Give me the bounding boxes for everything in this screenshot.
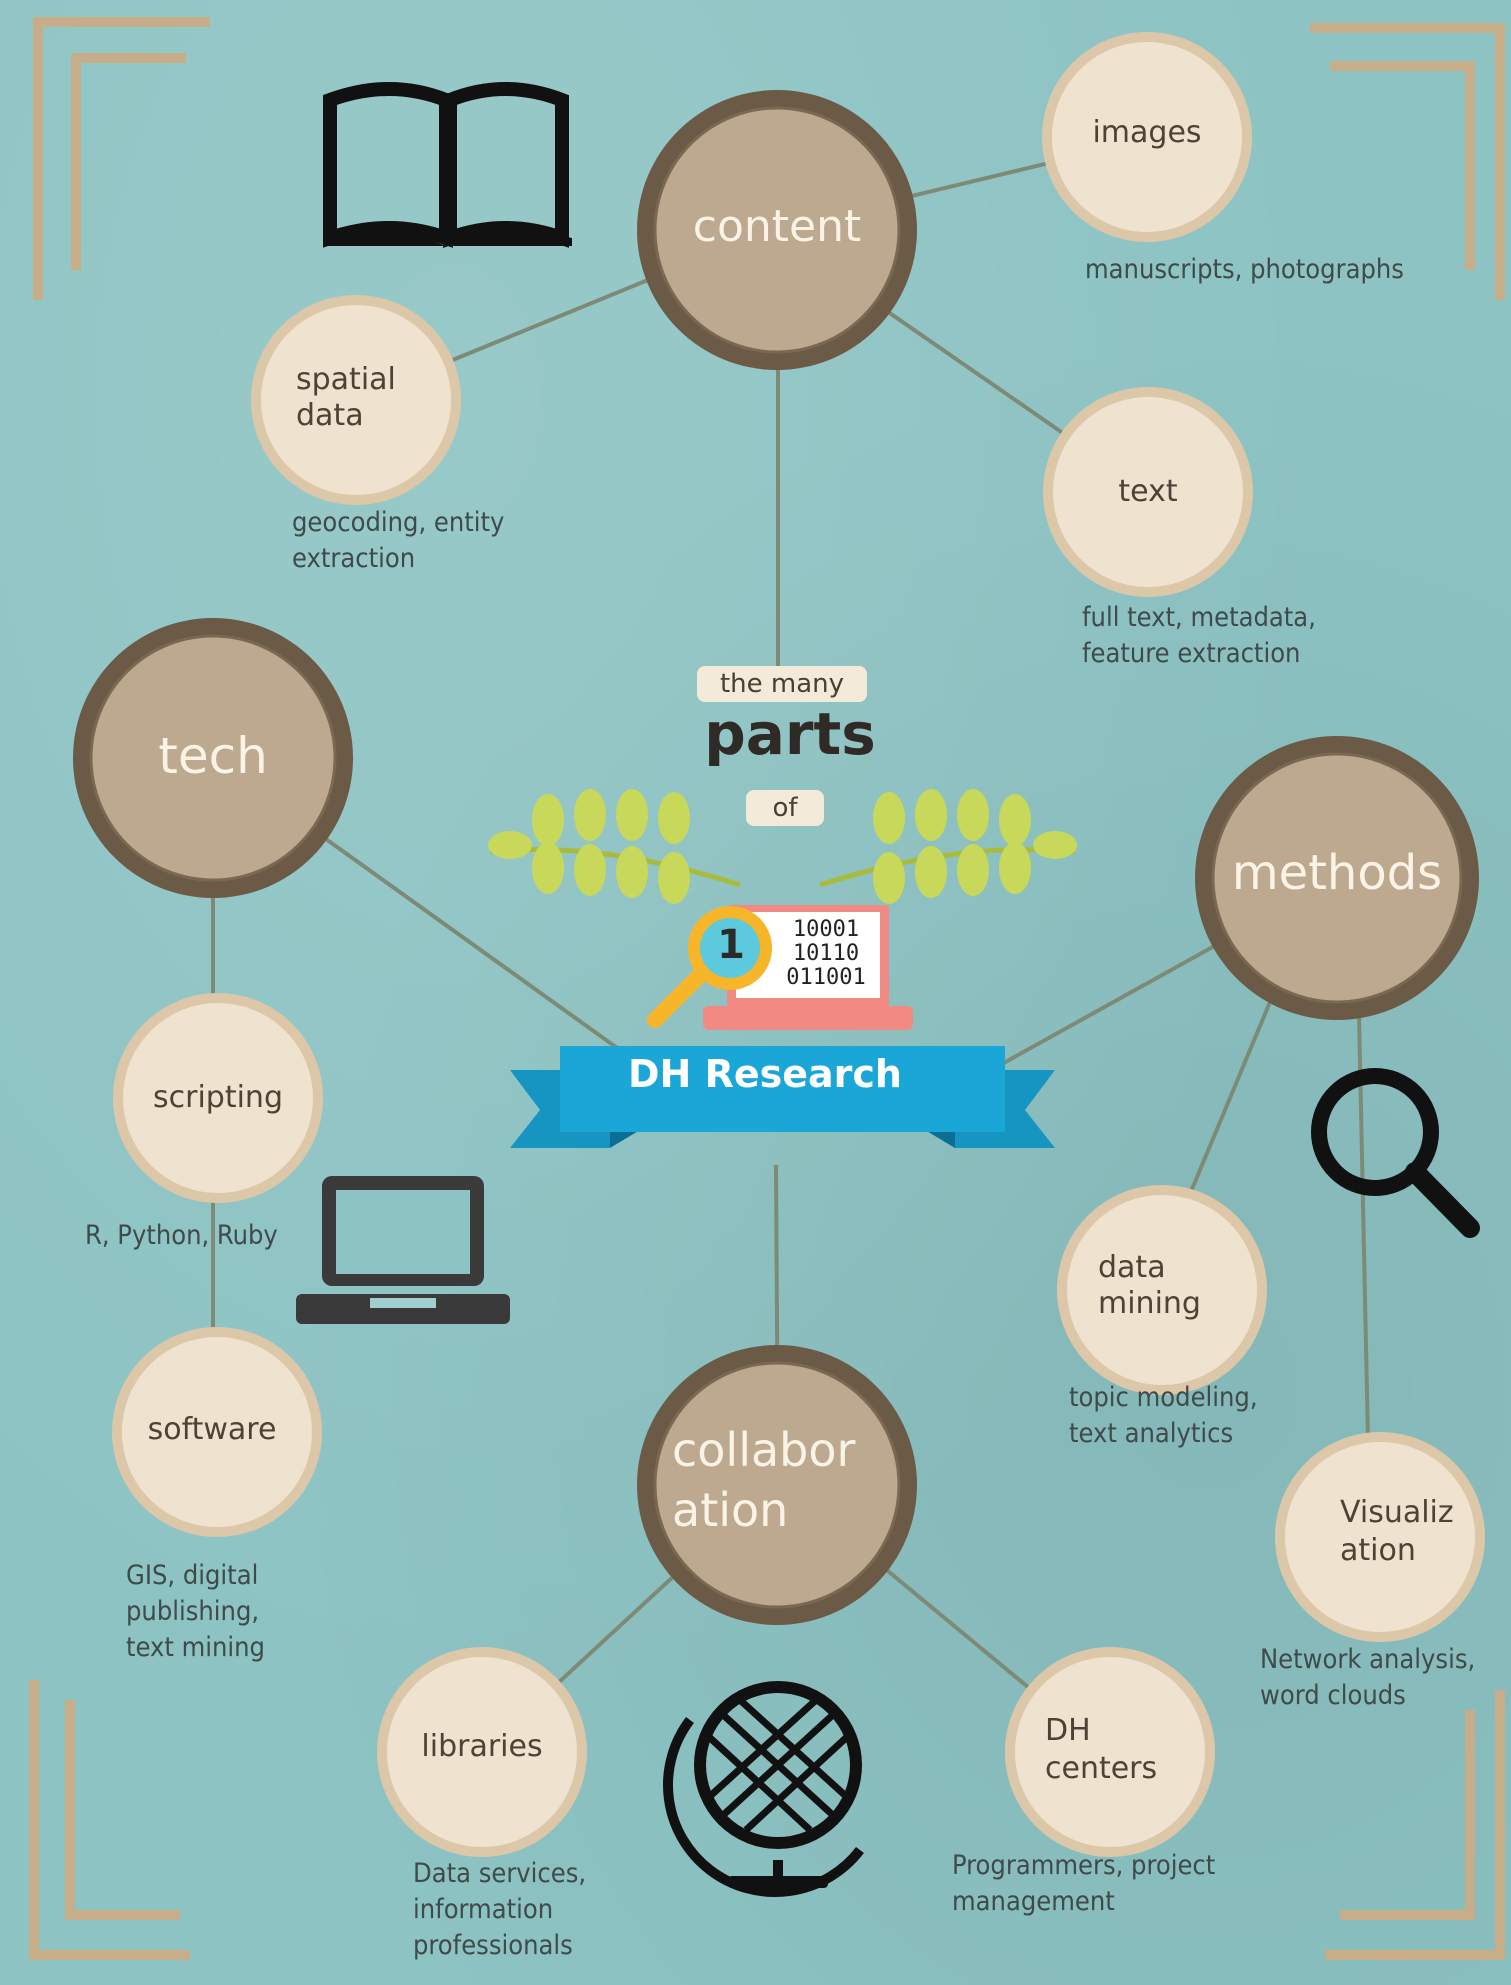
badge-number: 1 [717, 922, 745, 968]
banner-label: DH Research [628, 1052, 902, 1096]
topic-visualization-line-2: ation [1340, 1533, 1416, 1568]
desc-dhcenters-line-1: Programmers, project [952, 1850, 1216, 1881]
topic-datamining-label: data mining [1098, 1250, 1248, 1322]
topic-text-circle [1043, 387, 1253, 597]
topic-libraries-circle [377, 1647, 587, 1857]
desc-libraries: Data services, information professionals [413, 1856, 586, 1964]
topic-spatial-circle [251, 295, 461, 505]
bracket-top-left-inner [71, 53, 186, 270]
binary-line-3: 011001 [786, 965, 866, 990]
topic-visualization-line-1: Visualiz [1340, 1495, 1454, 1530]
desc-datamining: topic modeling, text analytics [1069, 1380, 1258, 1452]
desc-text: full text, metadata, feature extraction [1082, 600, 1316, 672]
bracket-bottom-right [1325, 1690, 1505, 1960]
desc-dhcenters-line-2: management [952, 1886, 1115, 1917]
topic-images-circle [1042, 32, 1252, 242]
topic-dhcenters-label: DH centers [1045, 1712, 1195, 1788]
binary-text: 10001 10110 011001 [772, 918, 880, 990]
topic-visualization-label: Visualiz ation [1340, 1494, 1480, 1570]
desc-dhcenters: Programmers, project management [952, 1848, 1215, 1920]
desc-software-line-3: text mining [126, 1632, 265, 1663]
desc-visualization: Network analysis, word clouds [1260, 1642, 1475, 1714]
tag-the-many: the many [697, 666, 867, 702]
topic-scripting-label: scripting [153, 1080, 283, 1115]
topic-datamining-line-2: mining [1098, 1286, 1201, 1321]
desc-visualization-line-1: Network analysis, [1260, 1644, 1476, 1675]
topic-images-label: images [1092, 115, 1202, 150]
tag-of: of [746, 790, 824, 826]
topic-scripting-circle [113, 993, 323, 1203]
topic-software-label: software [147, 1412, 277, 1447]
desc-text-line-1: full text, metadata, [1082, 602, 1316, 633]
bracket-bottom-left-inner [65, 1700, 180, 1920]
hub-content-circle [637, 90, 917, 370]
hub-tech-label: tech [158, 727, 268, 785]
topic-dhcenters-circle [1005, 1647, 1215, 1857]
search-badge-icon [647, 906, 772, 1028]
left-leaf-branch-icon [488, 789, 741, 904]
title-parts: parts [704, 700, 876, 768]
desc-libraries-line-3: professionals [413, 1930, 573, 1961]
desc-text-line-2: feature extraction [1082, 638, 1301, 669]
binary-line-1: 10001 [792, 917, 860, 942]
desc-software: GIS, digital publishing, text mining [126, 1558, 265, 1666]
topic-datamining-circle [1057, 1185, 1267, 1395]
desc-datamining-line-1: topic modeling, [1069, 1382, 1258, 1413]
binary-line-2: 10110 [792, 941, 860, 966]
bracket-top-right [1310, 23, 1505, 300]
topic-libraries-label: libraries [421, 1729, 543, 1764]
ribbon-banner [510, 1046, 1055, 1148]
topic-spatial-line-1: spatial [296, 362, 396, 397]
hub-content-label: content [692, 201, 862, 252]
desc-spatial-line-2: extraction [292, 543, 416, 574]
topic-text-label: text [1118, 474, 1178, 509]
bracket-bottom-right-inner [1340, 1710, 1475, 1920]
hub-methods-label: methods [1231, 845, 1443, 901]
hub-tech-circle [73, 618, 353, 898]
hub-methods-circle [1195, 736, 1479, 1020]
topic-visualization-circle [1275, 1432, 1485, 1642]
hub-collaboration-circle [637, 1345, 917, 1625]
desc-visualization-line-2: word clouds [1260, 1680, 1406, 1711]
laptop-icon [296, 1176, 510, 1324]
link-methods-visualization [1355, 919, 1372, 1536]
topic-software-circle [112, 1327, 322, 1537]
globe-icon [663, 1681, 864, 1897]
bracket-bottom-left [29, 1680, 190, 1960]
bracket-top-right-inner [1330, 61, 1475, 270]
desc-libraries-line-1: Data services, [413, 1858, 587, 1889]
desc-images: manuscripts, photographs [1085, 254, 1404, 285]
desc-spatial: geocoding, entity extraction [292, 505, 504, 577]
topic-dhcenters-line-1: DH [1045, 1713, 1091, 1748]
topic-datamining-line-1: data [1098, 1250, 1166, 1285]
topic-dhcenters-line-2: centers [1045, 1751, 1158, 1786]
desc-software-line-2: publishing, [126, 1596, 260, 1627]
topic-spatial-line-2: data [296, 398, 364, 433]
desc-scripting: R, Python, Ruby [85, 1220, 278, 1251]
right-leaf-branch-icon [819, 789, 1077, 904]
topic-spatial-label: spatial data [296, 362, 436, 434]
hub-collaboration-line-2: ation [672, 1483, 789, 1537]
desc-datamining-line-2: text analytics [1069, 1418, 1234, 1449]
desc-spatial-line-1: geocoding, entity [292, 507, 505, 538]
desc-libraries-line-2: information [413, 1894, 554, 1925]
hub-collaboration-label: collabor ation [672, 1420, 902, 1540]
magnifying-glass-icon [1311, 1068, 1480, 1238]
hub-collaboration-line-1: collabor [672, 1423, 856, 1477]
bracket-top-left [33, 17, 210, 300]
open-book-icon [323, 82, 572, 248]
desc-software-line-1: GIS, digital [126, 1560, 259, 1591]
